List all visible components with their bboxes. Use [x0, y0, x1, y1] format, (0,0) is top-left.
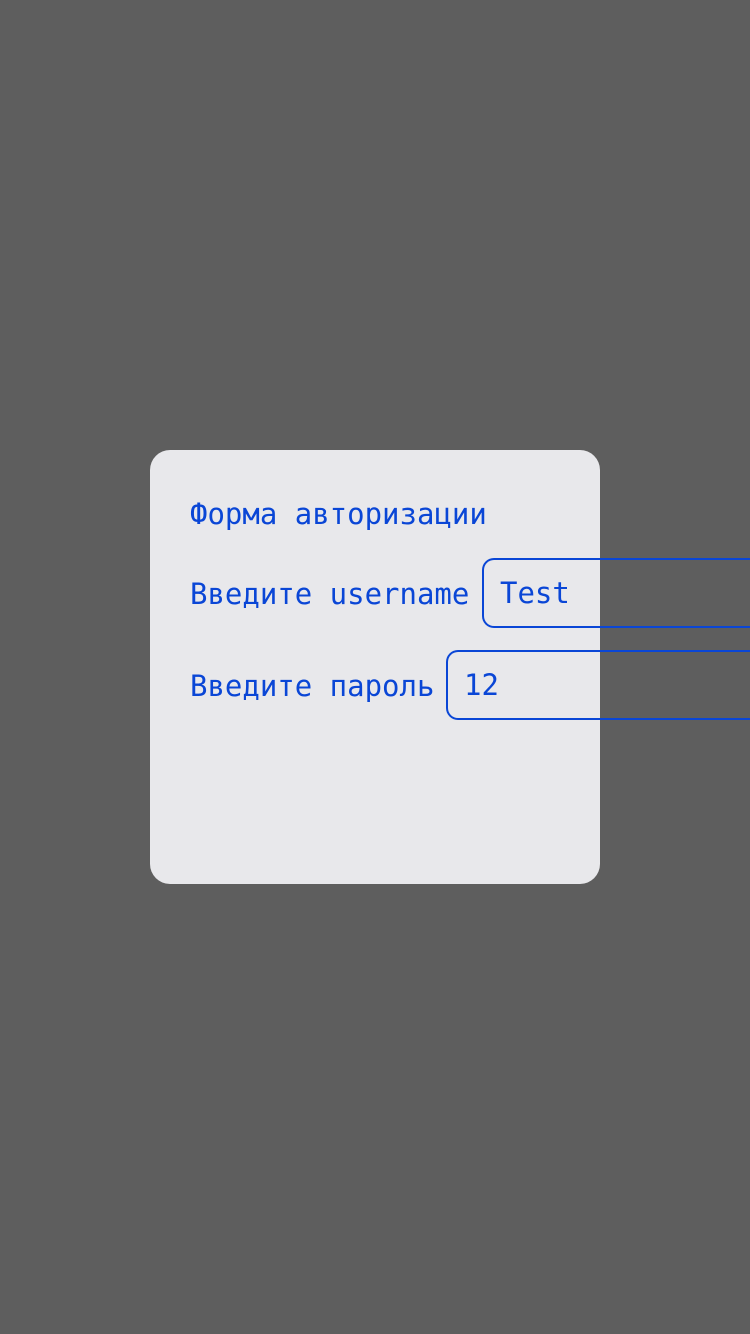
password-input[interactable] — [448, 652, 750, 718]
form-title: Форма авторизации — [190, 497, 487, 531]
password-label: Введите пароль — [190, 669, 435, 703]
password-field-box[interactable] — [446, 650, 750, 720]
username-label: Введите username — [190, 577, 470, 611]
username-field-box[interactable] — [482, 558, 750, 628]
username-input[interactable] — [484, 560, 750, 626]
